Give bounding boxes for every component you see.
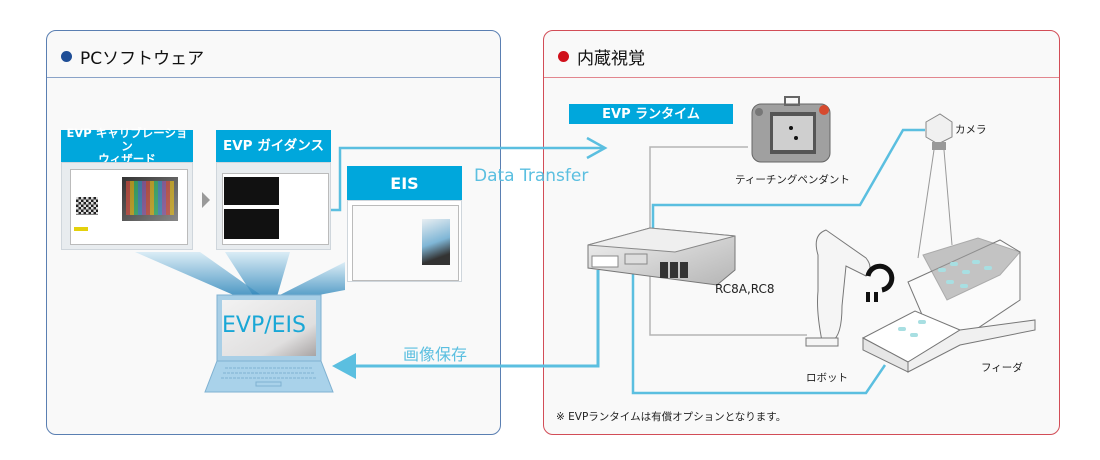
guidance-label: EVP ガイダンス	[216, 130, 331, 162]
calibration-wizard-screenshot	[61, 162, 193, 250]
builtin-vision-title: 内蔵視覚	[577, 49, 645, 69]
robot-icon	[805, 229, 895, 347]
feeder-cable	[631, 270, 887, 395]
image-save-arrow	[332, 270, 600, 379]
bullet-dot-icon	[61, 51, 72, 62]
runtime-option-note: ※ EVPランタイムは有償オプションとなります。	[556, 411, 787, 423]
pc-software-header: PCソフトウェア	[47, 31, 500, 78]
builtin-vision-header: 内蔵視覚	[544, 31, 1059, 78]
arrow-right-icon	[202, 192, 210, 208]
laptop-label: EVP/EIS	[222, 313, 306, 338]
guidance-screenshot	[216, 162, 331, 250]
image-save-label: 画像保存	[403, 345, 468, 364]
builtin-vision-panel: 内蔵視覚	[543, 30, 1060, 435]
eis-label: EIS	[347, 166, 462, 200]
bullet-dot-icon	[558, 51, 569, 62]
teaching-pendant-label: ティーチングペンダント	[735, 174, 850, 186]
evp-runtime-label: EVP ランタイム	[569, 104, 733, 124]
camera-cable	[651, 128, 925, 270]
feeder-label: フィーダ	[981, 362, 1023, 374]
laptop-icon	[204, 294, 334, 393]
robot-label: ロボット	[806, 372, 848, 384]
camera-icon	[917, 113, 953, 259]
eis-screenshot	[347, 200, 462, 282]
teaching-pendant-icon	[751, 96, 831, 163]
projection-beams	[135, 252, 345, 302]
pc-software-title: PCソフトウェア	[80, 49, 205, 69]
feeder-icon	[861, 237, 1036, 373]
controller-icon	[587, 227, 736, 286]
controller-label: RC8A,RC8	[715, 282, 775, 296]
data-transfer-arrow	[330, 136, 608, 212]
calibration-wizard-label: EVP キャリブレーション ウィザード	[61, 126, 193, 165]
data-transfer-label: Data Transfer	[474, 166, 589, 186]
camera-label: カメラ	[955, 124, 987, 136]
